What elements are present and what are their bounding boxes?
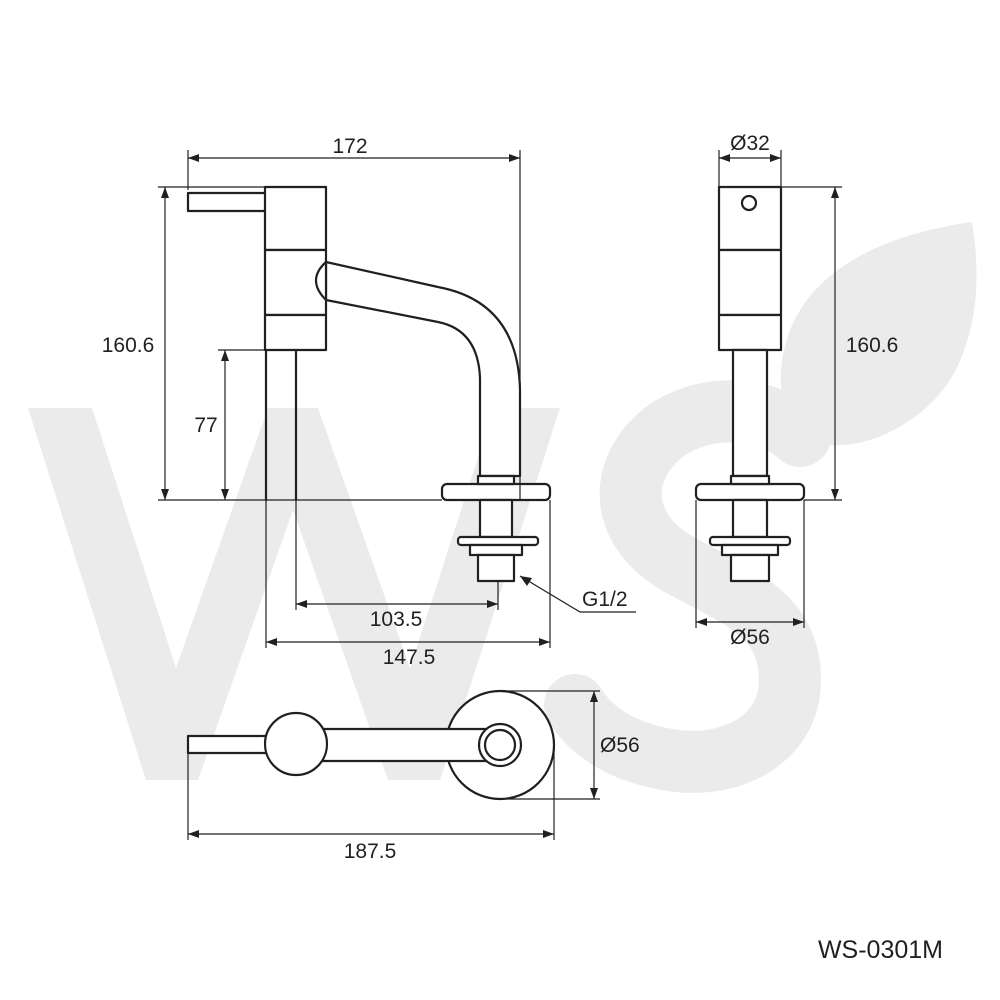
side-washer [720, 543, 780, 557]
watermark: R [28, 222, 977, 793]
arrow-side-56-right [793, 618, 804, 626]
arrow-side-height-top [831, 187, 839, 198]
side-body-bottom [717, 313, 783, 352]
top-spout-outlet-inner [483, 728, 517, 762]
arrow-side-height-bottom [831, 489, 839, 500]
arrow-77-bottom [221, 489, 229, 500]
side-base-flange [694, 482, 806, 502]
watermark-registered-mark: R [853, 323, 888, 376]
arrow-side-56-left [696, 618, 707, 626]
arrow-side-32-left [719, 154, 730, 162]
front-body-top [263, 185, 328, 252]
watermark-letter-w [28, 408, 560, 780]
arrow-thread [520, 576, 532, 586]
arrow-172-right [509, 154, 520, 162]
side-shank [731, 498, 769, 539]
front-thread-connector [476, 553, 516, 583]
front-view [186, 185, 552, 583]
front-handle-lever [186, 191, 265, 213]
arrow-147-left [266, 638, 277, 646]
arrow-side-32-right [770, 154, 781, 162]
label-side-diameter-base: Ø56 [730, 626, 770, 649]
front-shank [478, 498, 514, 539]
arrow-172-left [188, 154, 199, 162]
watermark-registered-circle [824, 302, 916, 394]
label-spout-reach-inner: 103.5 [370, 608, 423, 631]
side-thread-connector [729, 553, 771, 583]
label-thread: G1/2 [582, 588, 628, 611]
side-handle-hole [740, 194, 758, 212]
side-lock-nut [708, 535, 792, 547]
watermark-letter-s [544, 380, 831, 793]
front-washer [468, 543, 524, 557]
arrow-top-56-bottom [590, 788, 598, 799]
arrow-77-top [221, 350, 229, 361]
front-body-bottom [263, 313, 328, 352]
label-side-diameter-top: Ø32 [730, 132, 770, 155]
side-flange-collar [729, 474, 771, 486]
leader-thread [519, 575, 636, 613]
dimension-labels: 172 160.6 77 103.5 147.5 G1/2 Ø32 160.6 … [102, 132, 943, 964]
watermark-leaf [780, 222, 977, 446]
top-view [186, 689, 556, 801]
label-side-height: 160.6 [846, 334, 899, 357]
arrow-147-right [539, 638, 550, 646]
arrow-top-56-top [590, 691, 598, 702]
model-number: WS-0301M [818, 936, 943, 964]
side-view [694, 185, 806, 583]
arrow-top-length-right [543, 830, 554, 838]
front-spout [324, 260, 522, 478]
front-base-flange [440, 482, 552, 502]
front-lock-nut [456, 535, 540, 547]
label-front-height: 160.6 [102, 334, 155, 357]
arrow-103-right [487, 600, 498, 608]
front-spout-joint [314, 260, 328, 302]
side-riser [731, 348, 769, 478]
arrow-height-bottom [161, 489, 169, 500]
label-lever-height: 77 [194, 414, 217, 437]
front-flange-collar [476, 474, 516, 486]
arrow-top-length-left [188, 830, 199, 838]
label-top-diameter: Ø56 [600, 734, 640, 757]
arrow-103-left [296, 600, 307, 608]
side-body-middle [717, 248, 783, 317]
label-spout-reach-outer: 147.5 [383, 646, 436, 669]
label-top-length: 187.5 [344, 840, 397, 863]
label-front-width: 172 [332, 135, 367, 158]
arrow-height-top [161, 187, 169, 198]
top-body-circle [263, 711, 329, 777]
dimension-lines [158, 150, 842, 840]
